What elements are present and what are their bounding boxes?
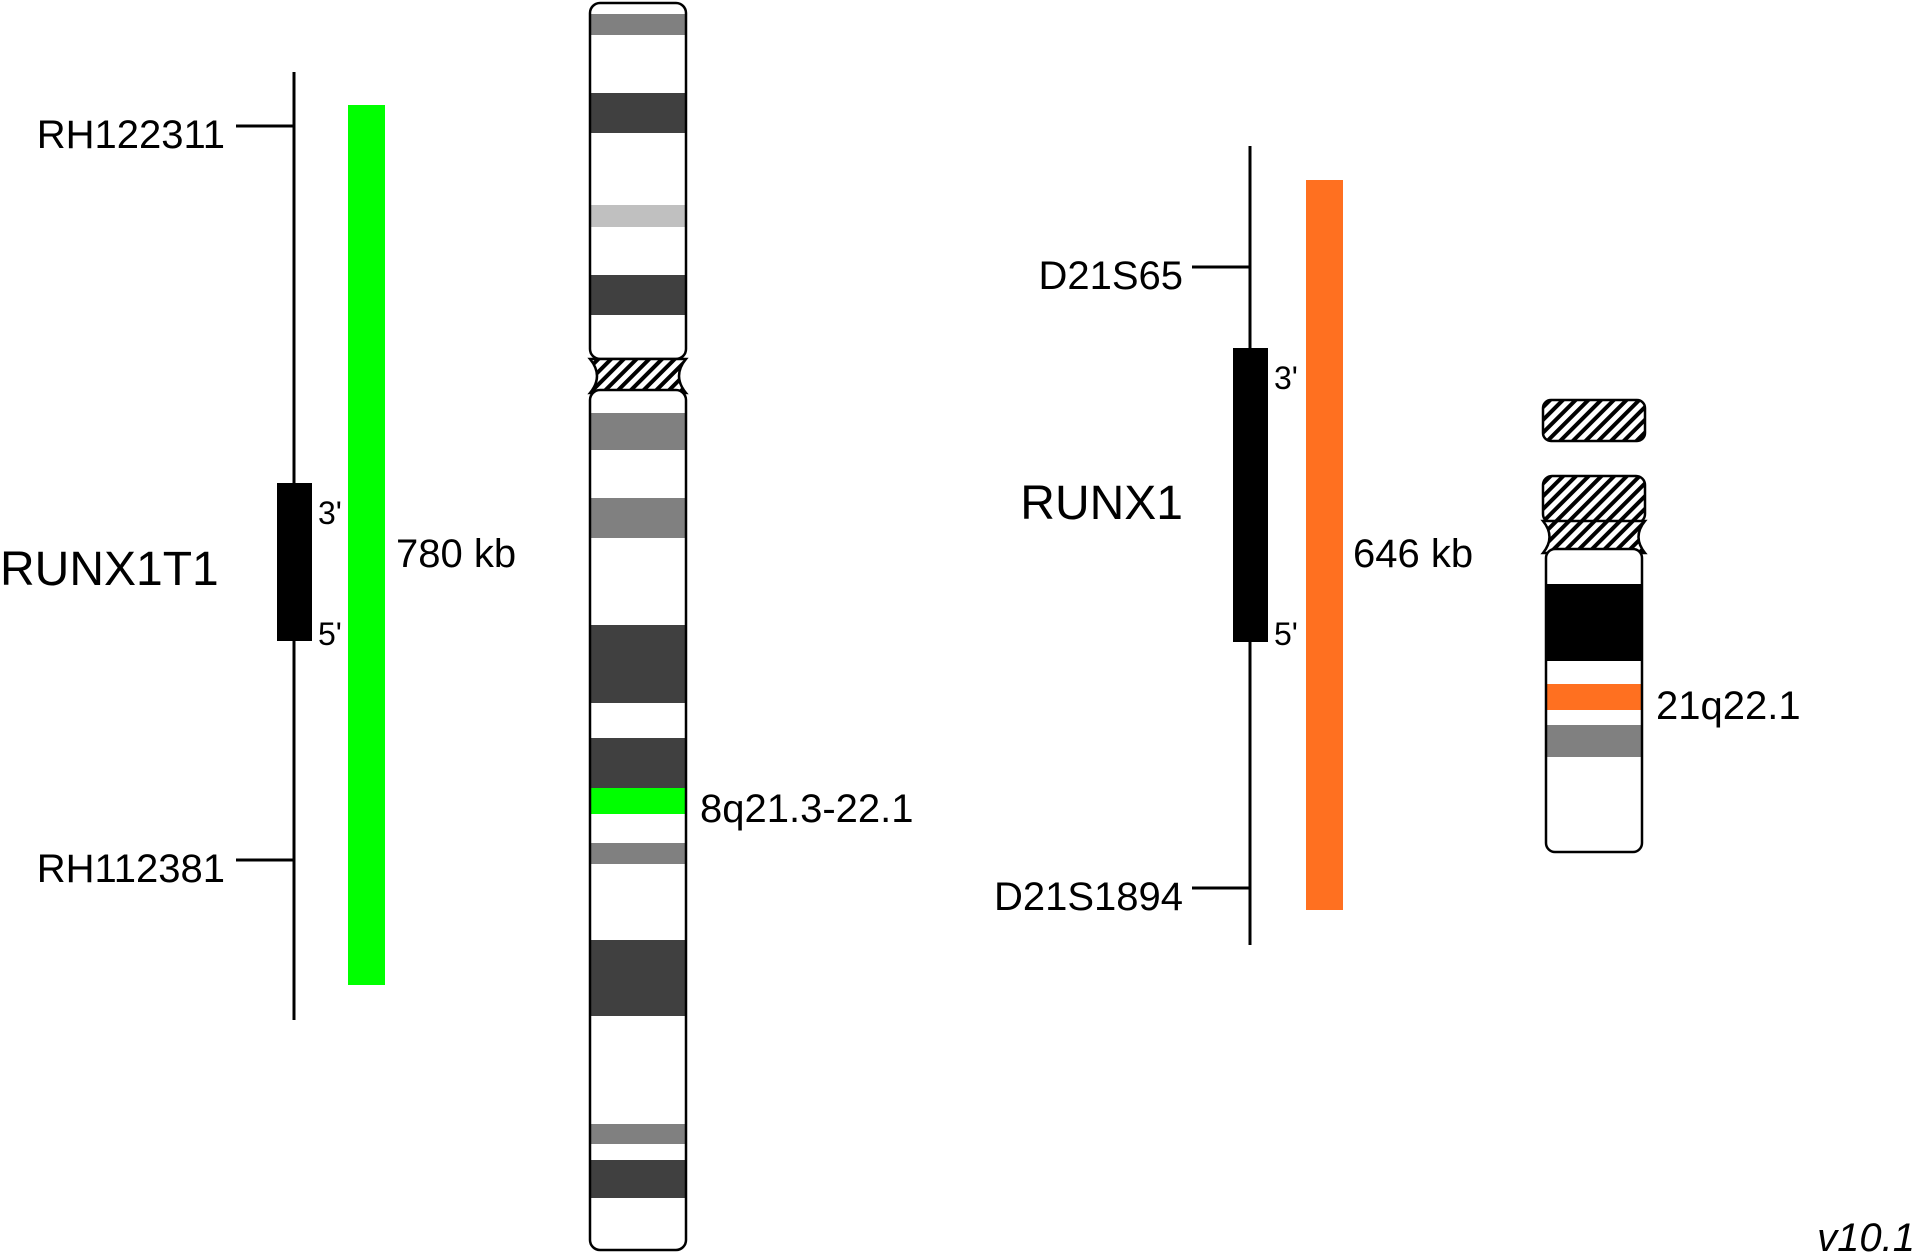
gene-name: RUNX1T1 (0, 543, 219, 596)
band (590, 93, 686, 133)
marker-label-top: RH122311 (37, 113, 225, 157)
chromosome-band-label: 8q21.3-22.1 (700, 787, 914, 831)
band (1546, 725, 1642, 757)
marker-label-bottom: D21S1894 (994, 875, 1183, 919)
band (1546, 584, 1642, 661)
band (590, 738, 686, 788)
marker-label-top: D21S65 (1038, 254, 1183, 298)
stalk-p-arm (1541, 474, 1647, 525)
strand-label-top: 3' (318, 495, 342, 531)
probe-bar (1306, 180, 1343, 910)
band (590, 1124, 686, 1144)
gene-name: RUNX1 (1020, 477, 1183, 530)
band (590, 413, 686, 450)
version-label: v10.1 (1817, 1216, 1915, 1253)
runx1t1-probe-map: RH122311 RH112381 RUNX1T1 3' 5' 780 kb (0, 72, 516, 1020)
strand-label-bottom: 5' (1274, 616, 1298, 652)
probe-size-label: 646 kb (1353, 532, 1473, 576)
gene-body (1233, 348, 1268, 642)
chromosome-outline-q (1544, 547, 1644, 854)
band (590, 1160, 686, 1198)
centromere (587, 357, 689, 395)
marker-label-bottom: RH112381 (37, 847, 225, 891)
band (590, 205, 686, 227)
strand-label-bottom: 5' (318, 616, 342, 652)
runx1-probe-map: D21S65 D21S1894 RUNX1 3' 5' 646 kb (994, 146, 1473, 945)
centromere (1540, 519, 1648, 555)
chromosome-band-label: 21q22.1 (1656, 684, 1801, 728)
band (590, 940, 686, 1016)
gene-body (277, 483, 312, 641)
band (590, 498, 686, 538)
probe-locus-band (590, 788, 686, 814)
probe-locus-band (1546, 684, 1642, 710)
band (590, 275, 686, 315)
chromosome-8-ideogram: 8q21.3-22.1 (587, 1, 914, 1252)
satellite (1541, 398, 1647, 443)
band (590, 625, 686, 703)
chromosome-21-ideogram: 21q22.1 (1540, 398, 1801, 854)
probe-bar (348, 105, 385, 985)
band (590, 843, 686, 864)
probe-size-label: 780 kb (396, 532, 516, 576)
strand-label-top: 3' (1274, 360, 1298, 396)
chromosome-outline-q (588, 388, 688, 1252)
band (590, 14, 686, 35)
